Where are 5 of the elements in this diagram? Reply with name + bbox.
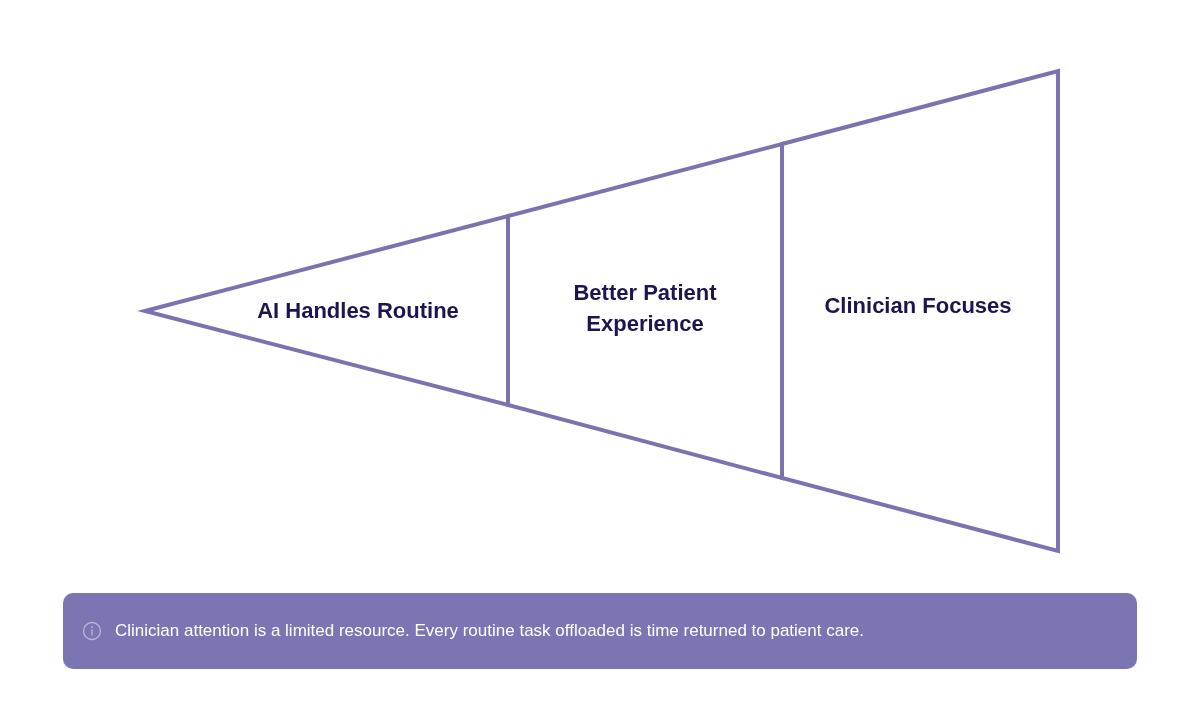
note-text: Clinician attention is a limited resource. Every routine task offloaded is time returned to patient care. — [115, 621, 864, 641]
segment-label: AI Handles Routine — [256, 296, 460, 325]
segment-label: Better Patient Experience — [572, 279, 718, 338]
note-banner — [63, 593, 1137, 669]
segment-label: Clinician Focuses — [823, 291, 1013, 320]
